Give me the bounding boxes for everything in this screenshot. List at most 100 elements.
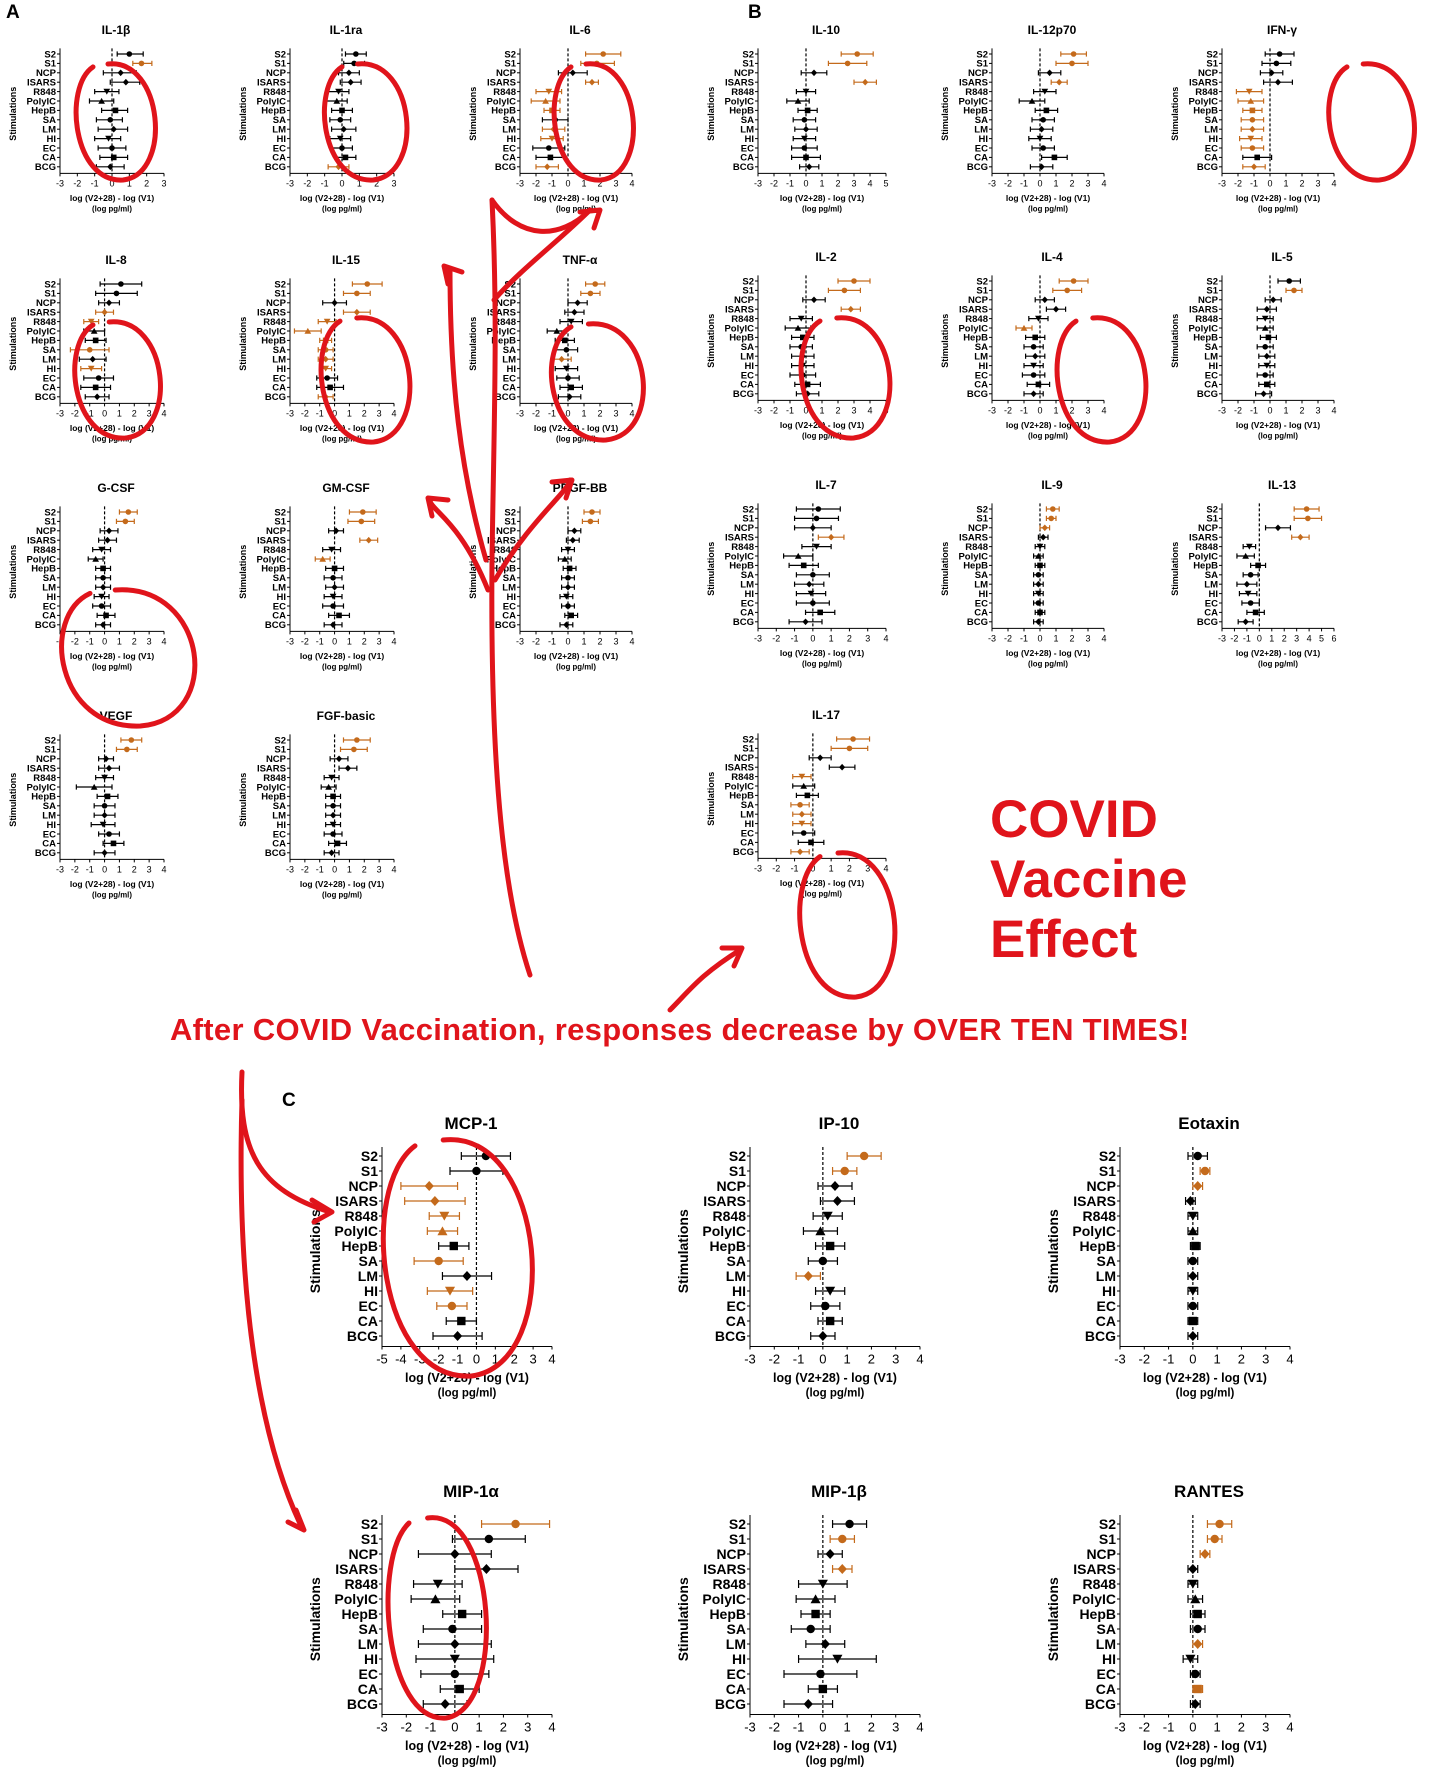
category-label: PolyIC: [1188, 96, 1218, 107]
estimate-marker: [1191, 1241, 1200, 1251]
x-axis-label: log (V2+28) - log (V1): [1143, 1371, 1267, 1385]
y-axis-label: Stimulations: [307, 1577, 323, 1661]
category-label: S1: [44, 517, 56, 528]
category-label: HepB: [1193, 561, 1218, 572]
x-axis-unit: (log pg/ml): [1176, 1388, 1235, 1400]
x-tick-label: 2: [132, 408, 137, 418]
red-arrow-branch-upper: [491, 207, 593, 303]
x-tick-label: 0: [102, 864, 107, 874]
chart-title: IL-9: [1041, 478, 1063, 492]
category-label: ISARS: [1189, 533, 1218, 544]
category-label: S2: [44, 49, 56, 60]
category-label: PolyIC: [256, 554, 286, 565]
x-tick-label: 0: [109, 178, 114, 188]
estimate-marker: [562, 337, 568, 344]
estimate-marker: [862, 78, 869, 86]
category-label: HI: [1102, 1651, 1116, 1667]
category-label: HI: [979, 361, 989, 372]
estimate-marker: [118, 281, 124, 287]
category-label: R848: [731, 772, 754, 783]
category-label: S2: [361, 1148, 378, 1164]
x-tick-label: -2: [1004, 178, 1012, 188]
estimate-marker: [851, 278, 857, 284]
x-tick-label: 1: [1053, 633, 1058, 643]
estimate-marker: [810, 69, 818, 77]
estimate-marker: [545, 88, 553, 95]
estimate-marker: [339, 107, 345, 114]
category-label: HI: [1209, 134, 1219, 145]
x-tick-label: -3: [988, 178, 996, 188]
category-label: HepB: [729, 333, 754, 344]
estimate-marker: [98, 97, 105, 104]
category-label: LM: [1204, 125, 1218, 136]
category-label: HepB: [261, 564, 286, 575]
x-tick-label: -3: [414, 1352, 426, 1367]
estimate-marker: [587, 290, 594, 297]
estimate-marker: [1245, 88, 1253, 95]
estimate-marker: [1264, 381, 1270, 388]
headline-annotation: After COVID Vaccination, responses decre…: [170, 1012, 1190, 1047]
x-tick-label: 3: [1294, 633, 1299, 643]
estimate-marker: [330, 603, 336, 609]
x-tick-label: -1: [1020, 405, 1028, 415]
category-label: CA: [1204, 380, 1218, 391]
red-circle-il15: [318, 315, 413, 445]
panel-letter-a: A: [6, 2, 20, 23]
estimate-marker: [1247, 572, 1254, 578]
x-tick-label: 2: [374, 178, 379, 188]
estimate-marker: [330, 575, 336, 581]
category-label: HepB: [491, 106, 516, 117]
category-label: S1: [742, 59, 754, 70]
estimate-marker: [450, 1638, 460, 1650]
y-axis-label: Stimulations: [1045, 1209, 1061, 1293]
category-label: PolyIC: [26, 326, 56, 337]
estimate-marker: [794, 97, 802, 104]
estimate-marker: [1035, 315, 1042, 322]
category-label: S1: [44, 745, 56, 756]
estimate-marker: [809, 524, 816, 532]
estimate-marker: [600, 51, 606, 57]
x-tick-label: 4: [629, 178, 634, 188]
y-axis-label: Stimulations: [706, 542, 716, 596]
category-label: PolyIC: [26, 96, 56, 107]
category-label: PolyIC: [1072, 1591, 1116, 1607]
category-label: HepB: [963, 561, 988, 572]
category-label: BCG: [1197, 162, 1218, 173]
red-arrow-mip1a: [238, 1097, 305, 1531]
category-label: CA: [740, 608, 754, 619]
x-tick-label: -2: [1004, 633, 1012, 643]
x-axis-label: log (V2+28) - log (V1): [1006, 648, 1090, 658]
estimate-marker: [336, 135, 344, 142]
y-axis-label: Stimulations: [468, 87, 478, 141]
x-tick-label: 2: [511, 1352, 518, 1367]
category-label: R848: [263, 773, 286, 784]
estimate-marker: [564, 546, 572, 553]
y-axis-label: Stimulations: [940, 87, 950, 141]
x-tick-label: 4: [1331, 178, 1336, 188]
category-label: S2: [44, 507, 56, 518]
estimate-marker: [1030, 344, 1037, 350]
estimate-marker: [1051, 154, 1058, 161]
x-tick-label: -3: [754, 405, 762, 415]
estimate-marker: [804, 792, 811, 799]
category-label: LM: [358, 1636, 378, 1652]
y-axis-label: Stimulations: [1045, 1577, 1061, 1661]
estimate-marker: [92, 337, 99, 344]
estimate-marker: [1262, 344, 1268, 350]
category-label: HI: [1102, 1283, 1116, 1299]
estimate-marker: [563, 347, 570, 353]
x-tick-label: 1: [581, 408, 586, 418]
x-tick-label: 1: [819, 405, 824, 415]
red-circle-il2: [798, 315, 893, 441]
category-label: CA: [1096, 1681, 1116, 1697]
x-tick-label: -2: [401, 1720, 413, 1735]
category-label: CA: [272, 153, 286, 164]
category-label: R848: [731, 314, 754, 325]
x-tick-label: -2: [532, 178, 540, 188]
category-label: S1: [1206, 59, 1218, 70]
estimate-marker: [1246, 543, 1253, 550]
estimate-marker: [1252, 609, 1259, 616]
category-label: HepB: [491, 336, 516, 347]
